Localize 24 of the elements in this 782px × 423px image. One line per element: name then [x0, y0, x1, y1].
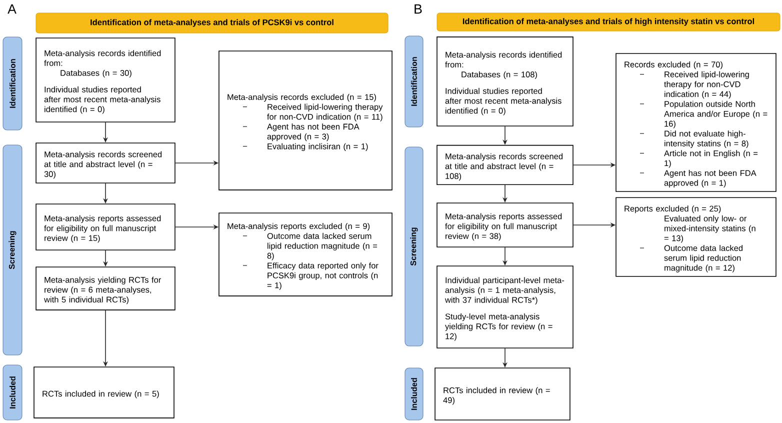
process-box: Meta-analysis reports assessed for eligibility on full manuscript review (n = 15): [36, 204, 176, 250]
process-box: Meta-analysis yielding RCTs for review (n = 6 meta-analyses, with 5 individual RCTs): [36, 266, 176, 310]
phase-label: Screening: [404, 146, 424, 346]
phase-label: Identification: [2, 36, 22, 130]
process-box: RCTs included in review (n = 49): [434, 368, 570, 420]
exclusion-box: Meta-analysis records excluded (n = 15) Received lipid-lowering therapy for non-CVD indication (n = 11) Agent has not been FDA approved (n = 3) Evaluating inclisiran (n = 1): [218, 50, 392, 190]
process-box: RCTs included in review (n = 5): [34, 366, 174, 418]
panel-letter: A: [8, 4, 16, 14]
phase-label: Included: [2, 364, 22, 420]
process-box: Meta-analysis records identified from: Databases (n = 30) Individual studies reported after most recent meta-analysis identified (n = 0): [36, 38, 176, 122]
exclusion-box: Records excluded (n = 70) Received lipid-lowering therapy for non-CVD indication (n = 44) Population outside North America and/or Europe (n = 16) Did not evaluate high-intensity statins (n = 8) Article not in English (n = 1) Agent has not been FDA approved (n = 1): [616, 53, 776, 192]
process-box: Meta-analysis records screened at title and abstract level (n = 108): [436, 144, 574, 186]
process-box: Meta-analysis records screened at title and abstract level (n = 30): [36, 142, 176, 184]
phase-label: Identification: [404, 36, 424, 128]
phase-label: Screening: [2, 144, 22, 356]
title-banner: Identification of meta-analyses and trials of high intensity statin vs control: [436, 12, 780, 32]
process-box: Individual participant-level meta-analysis (n = 1 meta-analysis, with 37 individual RCTs*) Study-level meta-analysis yielding RCTs for review (n = 12): [436, 266, 574, 348]
panel-letter: B: [414, 4, 422, 14]
process-box: Meta-analysis reports assessed for eligibility on full manuscript review (n = 38): [436, 202, 574, 248]
exclusion-box: Reports excluded (n = 25) Evaluated only low- or mixed-intensity statins (n = 13) Outcome data lacked serum lipid reduction magnitude (n = 12): [616, 197, 776, 277]
exclusion-box: Meta-analysis reports excluded (n = 9) Outcome data lacked serum lipid reduction magnitude (n = 8) Efficacy data reported only for PCSK9i group, not controls (n = 1): [218, 212, 392, 296]
phase-label: Included: [404, 368, 424, 420]
process-box: Meta-analysis records identified from: Databases (n = 108) Individual studies reported after most recent meta-analysis identified (n = 0): [436, 36, 574, 126]
title-banner: Identification of meta-analyses and trials of PCSK9i vs control: [36, 12, 388, 34]
